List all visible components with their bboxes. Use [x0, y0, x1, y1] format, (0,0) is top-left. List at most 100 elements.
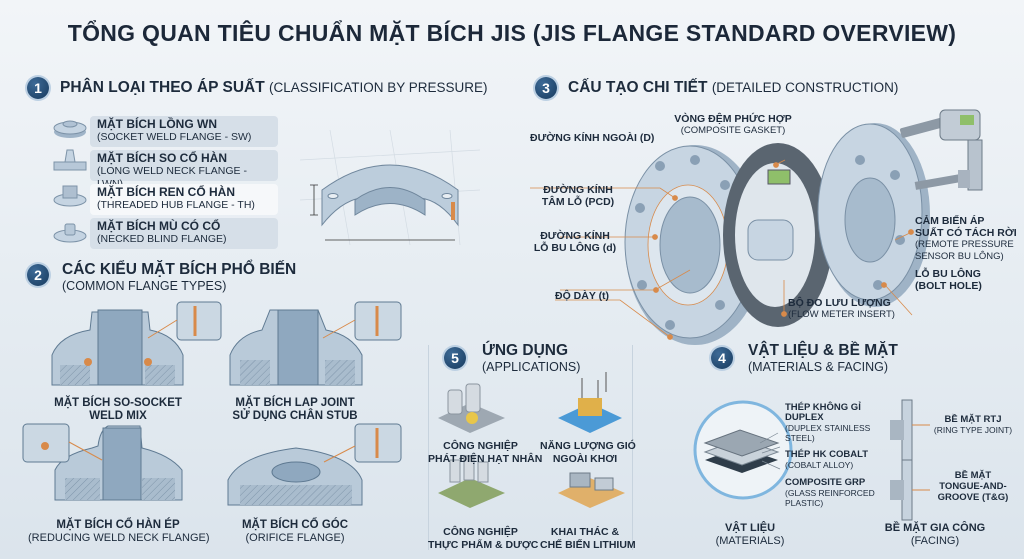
label-line: (DUPLEX STAINLESS: [785, 423, 871, 433]
section-number-badge: 4: [711, 347, 733, 369]
label-line: SENSOR BU LÔNG): [915, 251, 1004, 262]
page-title: TỔNG QUAN TIÊU CHUẨN MẶT BÍCH JIS (JIS F…: [67, 20, 957, 46]
section-heading: CẤU TẠO CHI TIẾT (DETAILED CONSTRUCTION): [568, 79, 898, 97]
label-line: BỀ MẶT: [954, 470, 992, 481]
so-socket-weld-flange-drawing: [51, 301, 222, 386]
materials-caption: VẬT LIỆU(MATERIALS): [700, 522, 800, 548]
label-line: CẢM BIẾN ÁP: [915, 215, 985, 227]
label-line: (ORIFICE FLANGE): [245, 532, 345, 544]
application-label: KHAI THÁC &CHẾ BIẾN LITHIUM: [540, 526, 636, 552]
flange-cross-section-illustration: [299, 129, 481, 246]
threaded-hub-flange-icon: [53, 185, 87, 207]
section-number-badge: 1: [27, 77, 49, 99]
label-line: (MATERIALS): [715, 535, 785, 547]
label-line: THÉP KHÔNG GỈ: [785, 402, 861, 413]
label-line: TÂM LỖ (PCD): [541, 196, 615, 208]
label-line: LỖ BU LÔNG (d): [533, 242, 617, 254]
label-line: (COMPOSITE GASKET): [680, 125, 786, 136]
section-subtitle: (DETAILED CONSTRUCTION): [711, 80, 899, 95]
label-line: BỀ MẶT GIA CÔNG: [884, 522, 986, 534]
label-line: COMPOSITE GRP: [785, 477, 866, 488]
item-english: (SOCKET WELD FLANGE - SW): [97, 131, 252, 143]
divider-vertical: [428, 345, 429, 550]
label-line: ĐƯỜNG KÍNH: [540, 230, 610, 242]
label-line: (COBALT ALLOY): [785, 460, 854, 470]
label-line: CHẾ BIẾN LITHIUM: [540, 539, 636, 551]
facing-label-rtj: BỀ MẶT RTJ(RING TYPE JOINT): [933, 414, 1013, 436]
section-title: CÁC KIỂU MẶT BÍCH PHỔ BIẾN: [62, 261, 297, 278]
label-flow-meter-insert: BỘ ĐO LƯU LƯỢNG(FLOW METER INSERT): [788, 297, 895, 321]
application-icons: [438, 372, 625, 508]
divider-vertical: [632, 345, 633, 550]
label-line: MẶT BÍCH SO-SOCKET: [54, 397, 182, 409]
label-line: STEEL): [785, 433, 815, 443]
label-line: THỰC PHẨM & DƯỢC: [428, 539, 539, 551]
nuclear-plant-icon: [438, 383, 505, 433]
label-line: (RING TYPE JOINT): [933, 425, 1013, 435]
label-line: DUPLEX: [785, 412, 824, 423]
label-line: NGOÀI KHƠI: [552, 453, 618, 465]
label-outer-diameter: ĐƯỜNG KÍNH NGOÀI (D): [530, 132, 655, 144]
long-weld-neck-flange-icon: [53, 149, 87, 171]
item-name: MẶT BÍCH REN CỔ HÀN: [97, 185, 235, 199]
label-line: CÔNG NGHIỆP: [443, 526, 518, 538]
offshore-wind-icon: [558, 372, 622, 433]
pressure-sensor-drawing: [900, 109, 983, 191]
flange-type-label: MẶT BÍCH CỔ GÓC(ORIFICE FLANGE): [225, 519, 365, 545]
label-line: VÒNG ĐỆM PHỨC HỢP: [674, 113, 792, 125]
label-line: PLASTIC): [785, 498, 824, 508]
flange-type-illustrations: [22, 301, 402, 506]
label-line: (FACING): [910, 535, 960, 547]
section-subtitle: (CLASSIFICATION BY PRESSURE): [268, 80, 488, 95]
label-line: CÔNG NGHIỆP: [443, 440, 518, 452]
label-line: GROOVE (T&G): [937, 492, 1009, 503]
section-subtitle: (MATERIALS & FACING): [748, 360, 889, 374]
orifice-flange-drawing: [227, 423, 402, 506]
label-line: ĐƯỜNG KÍNH: [543, 184, 613, 196]
label-line: PHÁT ĐIỆN HẠT NHÂN: [428, 453, 543, 465]
label-line: MẶT BÍCH LAP JOINT: [235, 397, 355, 409]
item-name: MẶT BÍCH SO CỔ HÀN: [97, 151, 227, 165]
label-thickness: ĐỘ DÀY (t): [555, 290, 610, 302]
label-line: (BOLT HOLE): [915, 280, 982, 292]
facing-caption: BỀ MẶT GIA CÔNG(FACING): [870, 522, 1000, 548]
section-heading: PHÂN LOẠI THEO ÁP SUẤT (CLASSIFICATION B…: [60, 79, 488, 97]
label-line: (GLASS REINFORCED: [785, 488, 875, 498]
flow-meter-insert-drawing: [747, 169, 794, 261]
label-line: BỀ MẶT RTJ: [944, 414, 1002, 425]
label-line: BỘ ĐO LƯU LƯỢNG: [788, 297, 891, 309]
list-item: MẶT BÍCH REN CỔ HÀN(THREADED HUB FLANGE …: [90, 184, 278, 215]
label-line: MẶT BÍCH CỔ HÀN ÉP: [56, 519, 180, 531]
label-line: (REDUCING WELD NECK FLANGE): [28, 532, 210, 544]
label-line: SỬ DỤNG CHÂN STUB: [232, 410, 358, 422]
list-item: MẶT BÍCH MÙ CÓ CỔ(NECKED BLIND FLANGE): [90, 218, 278, 249]
item-english: (THREADED HUB FLANGE - TH): [97, 199, 255, 211]
section-subtitle: (APPLICATIONS): [482, 360, 581, 374]
material-label: THÉP HK COBALT(COBALT ALLOY): [785, 450, 868, 471]
section-subtitle: (COMMON FLANGE TYPES): [62, 279, 227, 293]
section-title: PHÂN LOẠI THEO ÁP SUẤT: [60, 79, 265, 96]
flange-thumbnails: [53, 120, 87, 243]
flange-rear-drawing: [817, 123, 930, 307]
label-line: MẶT BÍCH CỔ GÓC: [241, 519, 349, 531]
label-line: LỖ BU LÔNG: [915, 268, 981, 280]
item-english: (NECKED BLIND FLANGE): [97, 233, 227, 245]
rtj-facing-drawing: [890, 399, 930, 461]
label-line: (FLOW METER INSERT): [788, 309, 895, 320]
label-line: VẬT LIỆU: [724, 522, 776, 534]
reducing-weld-neck-flange-drawing: [22, 423, 183, 501]
section-number-badge: 5: [444, 347, 466, 369]
materials-facing-illustration: [693, 399, 930, 521]
lap-joint-stub-end-flange-drawing: [229, 301, 402, 386]
label-line: WELD MIX: [89, 410, 147, 422]
